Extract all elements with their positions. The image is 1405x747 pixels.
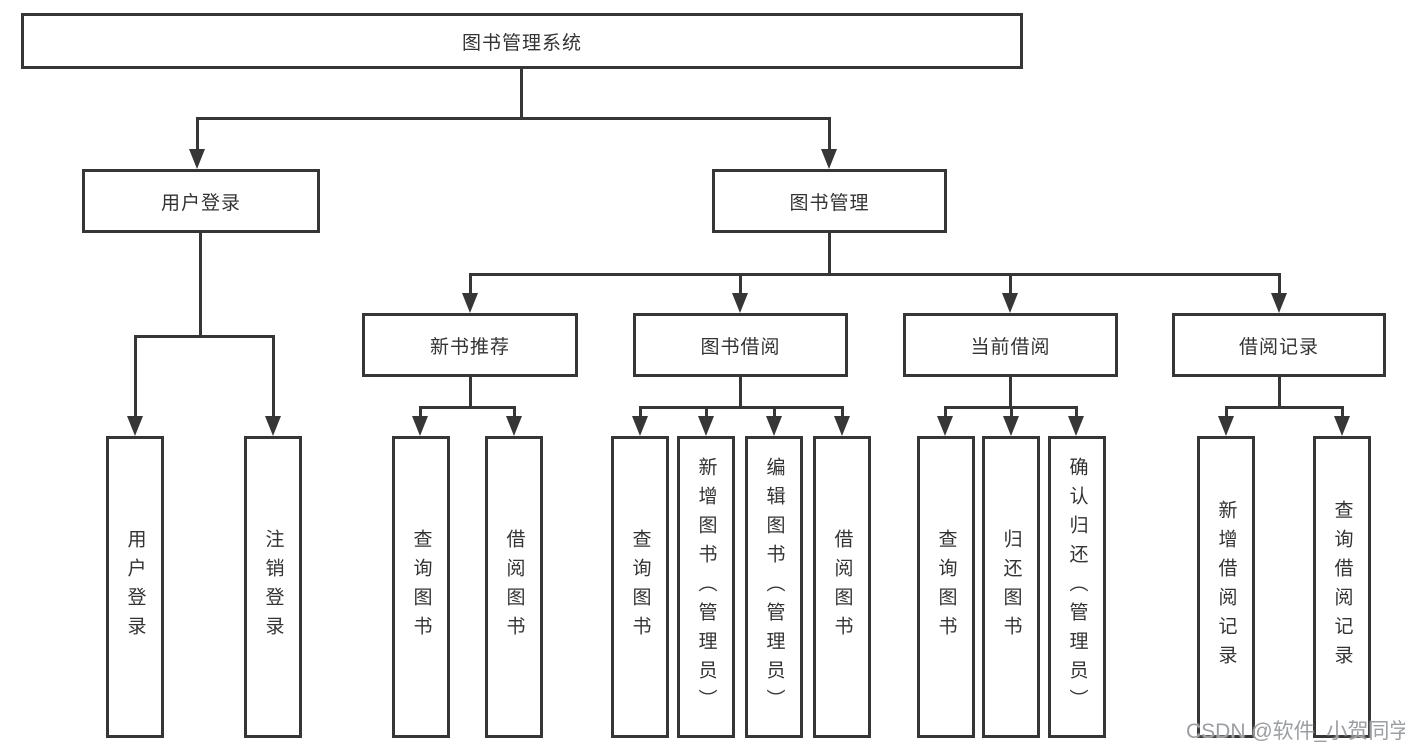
connector-drop-current-borrow [1009, 273, 1012, 297]
node-current-borrow-label: 当前借阅 [970, 336, 1051, 358]
leaf-recommend-query-books: 查询图书 [392, 436, 450, 738]
connector-drop-leaf-logout [272, 335, 275, 420]
connector-new-book-stub [469, 377, 472, 409]
arrowhead-bb-add [698, 416, 714, 436]
connector-drop-nb-query [419, 406, 422, 420]
arrowhead-cb-query [937, 416, 953, 436]
arrowhead-bb-borrow [834, 416, 850, 436]
connector-root-stub [520, 69, 523, 119]
node-root: 图书管理系统 [21, 13, 1023, 69]
connector-borrow-records-stub [1278, 377, 1281, 409]
connector-borrow-records-branch [1225, 406, 1343, 409]
connector-drop-book-management [828, 117, 831, 153]
connector-drop-br-add [1225, 406, 1228, 420]
connector-drop-new-book [469, 273, 472, 297]
connector-new-book-branch [419, 406, 516, 409]
arrowhead-bb-edit [766, 416, 782, 436]
node-book-management: 图书管理 [712, 169, 947, 233]
connector-drop-leaf-login [134, 335, 137, 420]
connector-drop-bb-borrow [841, 406, 844, 420]
node-new-book-recommend-label: 新书推荐 [429, 336, 510, 358]
arrowhead-br-query [1334, 416, 1350, 436]
connector-drop-cb-query [944, 406, 947, 420]
connector-drop-cb-confirm [1075, 406, 1078, 420]
node-book-management-label: 图书管理 [789, 192, 870, 214]
connector-drop-cb-return [1010, 406, 1013, 420]
leaf-current-return-books: 归还图书 [982, 436, 1040, 738]
leaf-records-query-record: 查询借阅记录 [1313, 436, 1371, 738]
csdn-watermark: CSDN @软件_小贺同学 [1186, 720, 1405, 743]
connector-drop-br-query [1341, 406, 1344, 420]
leaf-borrow-add-books-admin: 新增图书（管理员） [677, 436, 735, 738]
connector-drop-borrow-records [1278, 273, 1281, 297]
connector-root-branch [196, 117, 831, 120]
arrowhead-bb-query [632, 416, 648, 436]
node-new-book-recommend: 新书推荐 [362, 313, 578, 377]
connector-drop-bb-edit [773, 406, 776, 420]
leaf-borrow-borrow-books: 借阅图书 [813, 436, 871, 738]
node-borrow-records-label: 借阅记录 [1238, 336, 1319, 358]
leaf-borrow-edit-books-admin: 编辑图书（管理员） [745, 436, 803, 738]
arrowhead-nb-query [412, 416, 428, 436]
connector-book-management-stub [828, 233, 831, 275]
arrowhead-book-borrow [732, 293, 748, 313]
leaf-current-confirm-return-admin: 确认归还（管理员） [1048, 436, 1106, 738]
arrowhead-cb-return [1003, 416, 1019, 436]
connector-book-management-branch [469, 273, 1281, 276]
node-book-borrow: 图书借阅 [633, 313, 848, 377]
arrowhead-leaf-login [127, 416, 143, 436]
connector-drop-bb-add [705, 406, 708, 420]
connector-drop-nb-borrow [513, 406, 516, 420]
arrowhead-book-management [821, 149, 837, 169]
node-user-login: 用户登录 [82, 169, 320, 233]
arrowhead-cb-confirm [1068, 416, 1084, 436]
node-borrow-records: 借阅记录 [1172, 313, 1386, 377]
arrowhead-nb-borrow [506, 416, 522, 436]
arrowhead-current-borrow [1002, 293, 1018, 313]
arrowhead-user-login [189, 149, 205, 169]
connector-book-borrow-branch [639, 406, 843, 409]
arrowhead-new-book [462, 293, 478, 313]
leaf-user-login: 用户登录 [106, 436, 164, 738]
connector-current-borrow-stub [1009, 377, 1012, 409]
connector-drop-bb-query [639, 406, 642, 420]
connector-user-login-branch [134, 335, 275, 338]
node-current-borrow: 当前借阅 [903, 313, 1118, 377]
connector-book-borrow-stub [739, 377, 742, 409]
leaf-borrow-query-books: 查询图书 [611, 436, 669, 738]
node-root-label: 图书管理系统 [461, 32, 582, 54]
node-user-login-label: 用户登录 [160, 192, 241, 214]
arrowhead-br-add [1218, 416, 1234, 436]
arrowhead-borrow-records [1271, 293, 1287, 313]
connector-drop-book-borrow [739, 273, 742, 297]
arrowhead-leaf-logout [265, 416, 281, 436]
leaf-current-query-books: 查询图书 [917, 436, 975, 738]
leaf-logout: 注销登录 [244, 436, 302, 738]
connector-user-login-stub [199, 233, 202, 338]
connector-drop-user-login [196, 117, 199, 153]
node-book-borrow-label: 图书借阅 [700, 336, 781, 358]
leaf-records-add-record: 新增借阅记录 [1197, 436, 1255, 738]
leaf-recommend-borrow-books: 借阅图书 [485, 436, 543, 738]
